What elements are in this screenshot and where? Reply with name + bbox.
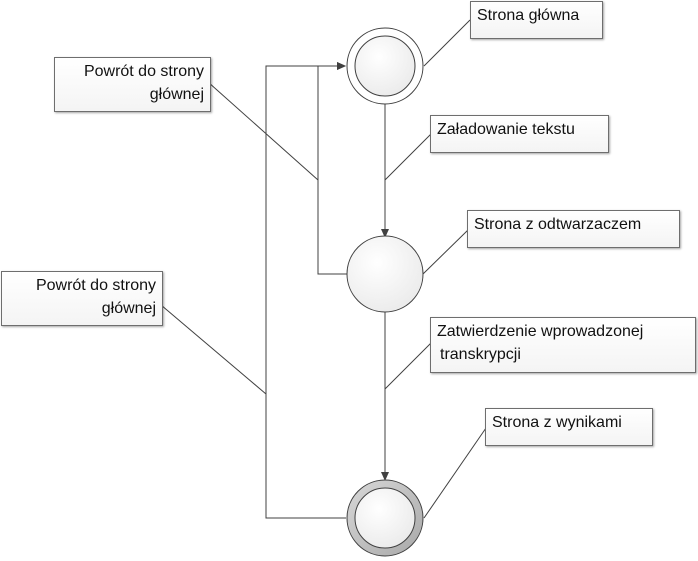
label-confirm-line1: Zatwierdzenie wprowadzonej	[437, 323, 644, 340]
label-return-from-player: Powrót do strony głównej	[54, 57, 211, 112]
edge-results-return-home	[265, 62, 346, 519]
connector-player-label	[422, 229, 469, 275]
label-player-text: Strona z odtwarzaczem	[474, 216, 642, 233]
label-load-text-text: Załadowanie tekstu	[437, 121, 575, 138]
connector-results-label	[423, 427, 487, 519]
label-confirm: Zatwierdzenie wprowadzonej transkrypcji	[430, 317, 696, 373]
state-home	[346, 27, 424, 105]
label-return2-line2: głównej	[101, 300, 156, 317]
edge-player-return-home	[317, 62, 347, 275]
connector-home-label	[423, 19, 471, 67]
label-confirm-line2: transkrypcji	[440, 346, 521, 363]
label-return1-line2: głównej	[149, 86, 204, 103]
label-results: Strona z wynikami	[485, 408, 653, 446]
connector-return2-label	[160, 304, 267, 395]
label-load-text: Załadowanie tekstu	[430, 115, 609, 153]
connector-load-text-label	[384, 133, 432, 181]
connector-return1-label	[207, 81, 319, 181]
label-return1-line1: Powrót do strony	[83, 63, 204, 80]
label-player: Strona z odtwarzaczem	[467, 210, 680, 248]
label-return2-line1: Powrót do strony	[35, 277, 156, 294]
label-results-text: Strona z wynikami	[492, 414, 622, 431]
label-home-text: Strona główna	[477, 7, 580, 24]
state-results	[346, 479, 424, 557]
label-home: Strona główna	[470, 1, 603, 39]
connector-confirm-label	[384, 342, 432, 390]
label-return-from-results: Powrót do strony głównej	[1, 271, 163, 326]
state-player	[346, 235, 424, 313]
